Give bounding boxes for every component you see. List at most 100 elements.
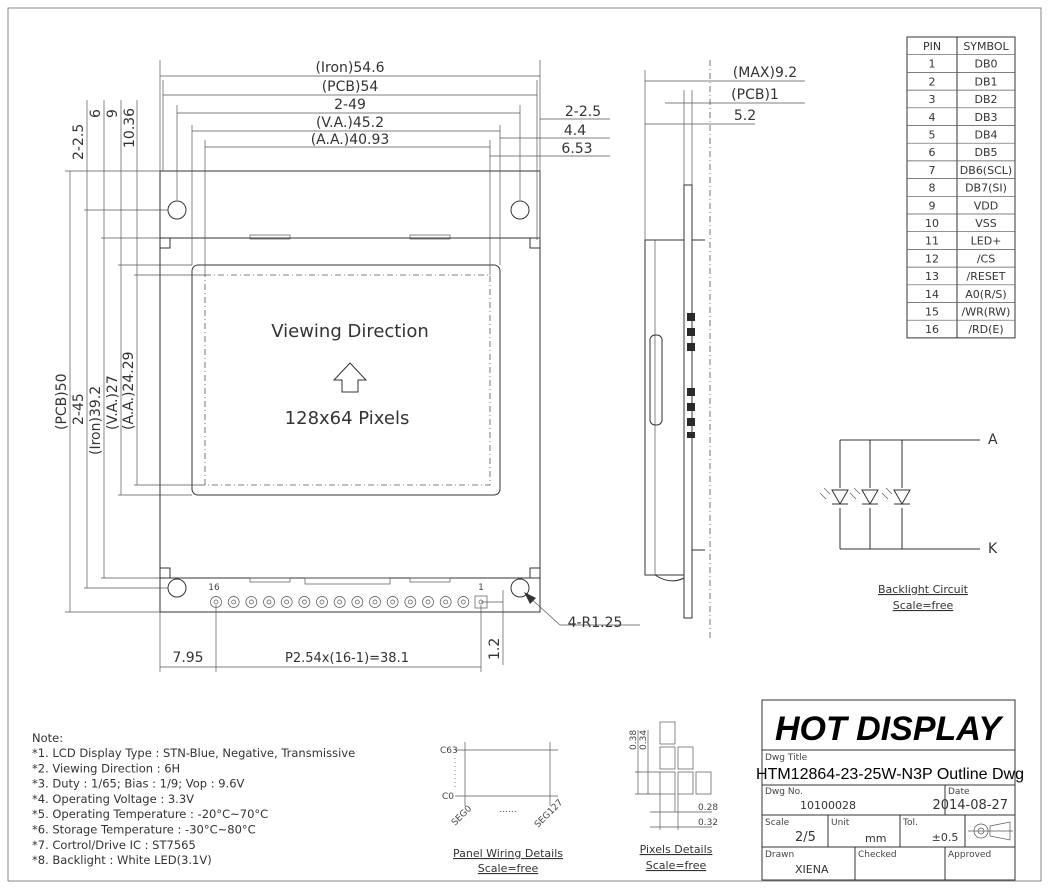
dim-va-offset: 4.4 bbox=[564, 123, 586, 139]
pin-symbol: /RESET bbox=[967, 270, 1006, 283]
pin-symbol: DB6(SCL) bbox=[960, 164, 1012, 177]
tolerance: ±0.5 bbox=[932, 831, 959, 844]
mount-hole bbox=[167, 578, 187, 598]
pin-symbol: DB4 bbox=[974, 129, 997, 142]
pin-pad bbox=[263, 596, 275, 608]
mount-hole bbox=[510, 578, 530, 598]
approved-label: Approved bbox=[948, 850, 991, 860]
pin-number: 1 bbox=[929, 58, 936, 71]
dim-hole-dia: 2-2.5 bbox=[565, 104, 601, 120]
panel-wiring-scale: Scale=free bbox=[478, 862, 539, 875]
dim-aa-width: (A.A.)40.93 bbox=[311, 132, 390, 148]
pin-symbol: DB3 bbox=[974, 111, 997, 124]
dim-va-width: (V.A.)45.2 bbox=[316, 115, 384, 131]
drawn-by: XIENA bbox=[795, 863, 829, 876]
pixel-details: 0.38 0.34 0.28 0.32 Pixels Details Scale… bbox=[629, 721, 718, 872]
pin-16-label: 16 bbox=[208, 583, 220, 593]
note-item: *4. Operating Voltage : 3.3V bbox=[32, 792, 194, 806]
note-item: *5. Operating Temperature : -20°C~70°C bbox=[32, 807, 268, 821]
backlight-circuit: A K Backlight Circuit Scale=free bbox=[819, 432, 998, 612]
pin-1-label: 1 bbox=[478, 583, 484, 593]
date-label: Date bbox=[948, 787, 970, 797]
note-item: *3. Duty : 1/65; Bias : 1/9; Vop : 9.6V bbox=[32, 777, 245, 791]
pin-table-header: SYMBOL bbox=[963, 40, 1009, 53]
pin-symbol: A0(R/S) bbox=[965, 288, 1006, 301]
pin-symbol: DB1 bbox=[974, 75, 997, 88]
date: 2014-08-27 bbox=[932, 798, 1008, 813]
dim-pcb-height: (PCB)50 bbox=[54, 373, 70, 430]
dim-pcb-width: (PCB)54 bbox=[322, 79, 379, 95]
first-angle-projection-icon bbox=[968, 821, 1013, 841]
note-item: *6. Storage Temperature : -30°C~80°C bbox=[32, 823, 256, 837]
pin-symbol: DB5 bbox=[974, 146, 997, 159]
pin-pad bbox=[369, 596, 381, 608]
pcb-outline bbox=[159, 170, 541, 613]
pin-symbol: /CS bbox=[977, 252, 995, 265]
c0-label: C0 bbox=[442, 792, 454, 802]
pixels-label: 128x64 Pixels bbox=[285, 408, 410, 429]
pin-number: 5 bbox=[929, 129, 936, 142]
led-diode-icon bbox=[819, 487, 849, 508]
dim-pin-pitch: P2.54x(16-1)=38.1 bbox=[285, 651, 409, 666]
dim-0-38: 0.38 bbox=[629, 730, 639, 750]
drawn-label: Drawn bbox=[765, 850, 794, 860]
note-item: *2. Viewing Direction : 6H bbox=[32, 761, 180, 775]
dim-0-34: 0.34 bbox=[639, 730, 649, 750]
front-view: Viewing Direction 128x64 Pixels 16 1 (Ir… bbox=[54, 60, 640, 672]
pin-number: 3 bbox=[929, 93, 936, 106]
pin-number: 15 bbox=[925, 306, 939, 319]
drawing-border bbox=[7, 7, 1042, 882]
dim-0-28: 0.28 bbox=[698, 803, 718, 813]
pin-pad bbox=[298, 596, 311, 608]
dim-left-9: 9 bbox=[105, 109, 121, 118]
panel-wiring-details: C63 C0 SEG0 SEG127 ...... Panel Wiring D… bbox=[440, 742, 565, 875]
scale: 2/5 bbox=[795, 830, 816, 845]
dim-pin-offset: 7.95 bbox=[172, 650, 203, 666]
dim-max-thickness: (MAX)9.2 bbox=[733, 65, 797, 81]
pin-table-header: PIN bbox=[923, 40, 941, 53]
notes: Note: *1. LCD Display Type : STN-Blue, N… bbox=[32, 731, 355, 867]
title-block: HOT DISPLAY Dwg Title HTM12864-23-25W-N3… bbox=[756, 699, 1024, 881]
anode-label: A bbox=[988, 432, 998, 448]
dim-pcb-thickness: (PCB)1 bbox=[731, 87, 779, 103]
led-diode-icon bbox=[849, 487, 879, 508]
unit: mm bbox=[865, 832, 886, 845]
unit-label: Unit bbox=[831, 818, 850, 828]
dim-iron-height: (Iron)39.2 bbox=[88, 386, 104, 455]
dim-5-2: 5.2 bbox=[734, 108, 756, 124]
led-diode-icon bbox=[881, 487, 911, 508]
pin-number: 10 bbox=[925, 217, 939, 230]
dim-corner-radius: 4-R1.25 bbox=[568, 615, 623, 631]
pin-number: 13 bbox=[925, 270, 939, 283]
pin-symbol: LED+ bbox=[971, 235, 1002, 248]
viewing-direction-label: Viewing Direction bbox=[271, 321, 429, 342]
dim-hole-vpitch: 2-45 bbox=[71, 393, 87, 425]
pin-pad bbox=[316, 596, 328, 608]
seg127-label: SEG127 bbox=[533, 798, 565, 830]
pin-number: 2 bbox=[929, 75, 936, 88]
pixel-details-title: Pixels Details bbox=[640, 843, 713, 856]
backlight-title: Backlight Circuit bbox=[878, 583, 969, 596]
pin-number: 9 bbox=[929, 199, 936, 212]
side-lcd-body bbox=[644, 239, 685, 576]
dim-left-10-36: 10.36 bbox=[122, 108, 138, 148]
tol-label: Tol. bbox=[902, 818, 918, 828]
pin-number: 6 bbox=[929, 146, 936, 159]
pin-symbol: VDD bbox=[974, 199, 998, 212]
pin-symbol: DB7(SI) bbox=[965, 182, 1007, 195]
viewing-area bbox=[191, 264, 501, 496]
pin-pad bbox=[280, 596, 293, 608]
notes-heading: Note: bbox=[32, 731, 63, 745]
note-item: *8. Backlight : White LED(3.1V) bbox=[32, 853, 212, 867]
pin-symbol: /RD(E) bbox=[968, 323, 1003, 336]
dim-aa-height: (A.A.)24.29 bbox=[121, 351, 137, 430]
side-view: (MAX)9.2 (PCB)1 5.2 bbox=[644, 60, 805, 640]
note-item: *7. Cortrol/Drive IC : ST7565 bbox=[32, 838, 196, 852]
pin-pad bbox=[386, 596, 399, 608]
pin-number: 14 bbox=[925, 288, 939, 301]
checked-label: Checked bbox=[858, 850, 897, 860]
dim-hole-pitch: 2-49 bbox=[334, 97, 366, 113]
pin-number: 7 bbox=[929, 164, 936, 177]
